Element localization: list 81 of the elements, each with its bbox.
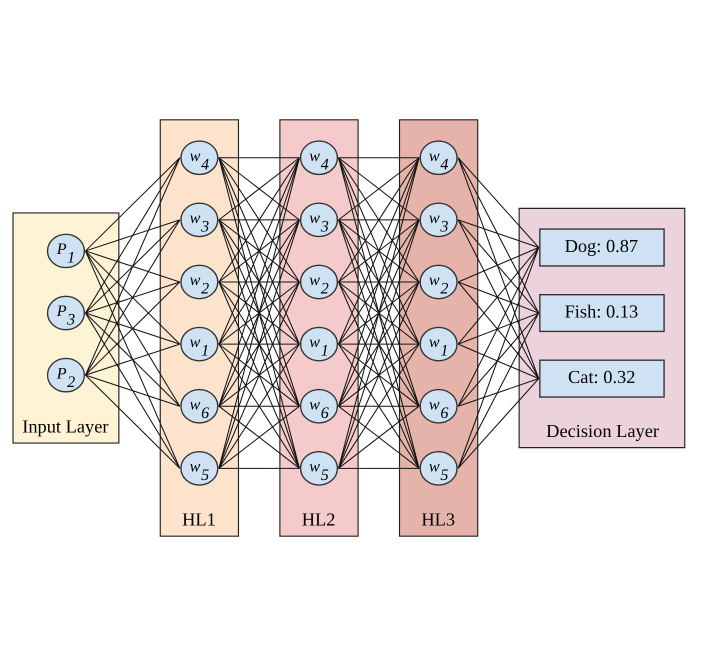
connector: [338, 343, 420, 468]
connector: [218, 281, 300, 406]
connector: [458, 156, 540, 248]
connector: [218, 218, 300, 282]
connector: [458, 157, 540, 378]
connector: [85, 312, 180, 468]
connector: [218, 343, 300, 468]
connector: [338, 281, 420, 468]
connector: [338, 156, 420, 158]
connector: [218, 467, 300, 468]
connector: [85, 250, 180, 468]
connector: [85, 218, 180, 251]
connector: [218, 156, 300, 282]
connector: [218, 343, 300, 406]
connector: [338, 467, 420, 468]
connector: [218, 156, 300, 158]
connector: [458, 343, 539, 379]
connector: [218, 405, 300, 406]
connector: [218, 405, 300, 468]
connector: [338, 218, 420, 220]
connector: [85, 374, 180, 406]
connector: [85, 157, 180, 375]
connector: [458, 281, 539, 314]
connector: [338, 281, 420, 406]
connector: [85, 219, 180, 375]
connector: [218, 280, 300, 282]
connector: [85, 312, 180, 344]
connector: [458, 219, 540, 378]
connector: [85, 281, 180, 314]
connector: [338, 156, 420, 282]
connector: [218, 157, 300, 468]
connector: [218, 281, 300, 468]
connector: [338, 219, 420, 344]
connector: [458, 219, 540, 313]
connector: [458, 312, 539, 344]
connector: [218, 219, 300, 344]
connector: [85, 250, 180, 406]
connector: [85, 312, 180, 406]
connector: [338, 280, 420, 282]
connector: [218, 281, 300, 344]
connector: [85, 281, 180, 376]
node-box: Cat: 0.32: [539, 359, 665, 398]
connector: [458, 218, 539, 248]
connector: [85, 156, 180, 251]
connector: [218, 218, 300, 220]
connector: [338, 405, 420, 406]
connector: [338, 219, 420, 406]
connector: [218, 343, 300, 344]
connector: [338, 219, 420, 468]
connector: [338, 405, 420, 468]
connector: [458, 378, 539, 406]
connector: [458, 378, 540, 468]
connector: [338, 218, 420, 282]
connector: [218, 219, 300, 406]
connector: [458, 157, 540, 313]
connector: [218, 219, 300, 468]
node-box: Fish: 0.13: [539, 293, 665, 332]
connector: [338, 157, 420, 406]
connector: [458, 246, 539, 282]
connector: [85, 219, 180, 313]
connector: [338, 281, 420, 344]
connector: [338, 157, 420, 468]
connector: [338, 156, 420, 220]
connector: [338, 343, 420, 406]
connector: [338, 157, 420, 344]
connector: [218, 157, 300, 406]
connector: [218, 157, 300, 344]
connector: [218, 156, 300, 220]
connector: [85, 250, 180, 282]
connector: [458, 281, 540, 378]
connector: [85, 250, 180, 344]
connector: [458, 246, 540, 406]
connector: [458, 312, 540, 406]
connector: [458, 246, 540, 344]
connector: [458, 312, 540, 468]
connector: [85, 374, 180, 468]
connector: [338, 343, 420, 344]
node-box: Dog: 0.87: [539, 228, 665, 266]
connector: [85, 343, 180, 376]
connector: [458, 246, 540, 468]
connector: [85, 157, 180, 313]
